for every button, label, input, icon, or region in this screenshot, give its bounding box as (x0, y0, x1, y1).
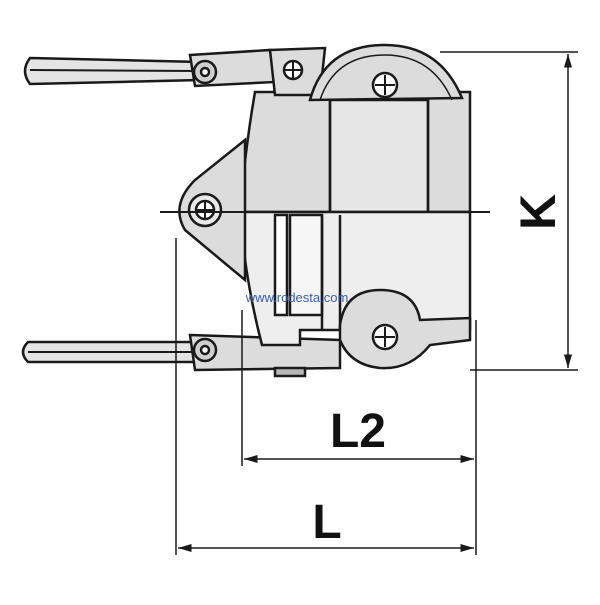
lower-handle (21, 333, 342, 372)
upper-handle (23, 48, 277, 88)
upper-cam-arm (268, 43, 464, 102)
coupling-body (238, 90, 472, 378)
dimension-label-l: L (312, 496, 341, 549)
dimension-label-l2: L2 (330, 405, 386, 458)
watermark-text: www.rodesta.com (245, 290, 349, 305)
lower-cam-arm (338, 288, 472, 370)
dimension-label-k: K (510, 194, 566, 230)
pivot-ear (178, 137, 247, 283)
extension-lines (175, 51, 578, 555)
